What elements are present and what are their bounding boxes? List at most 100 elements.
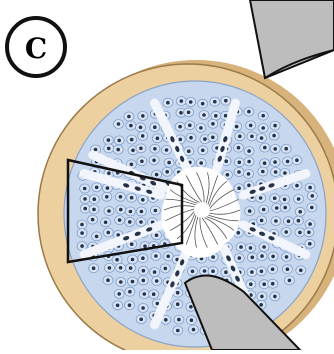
cell-nucleus	[211, 136, 215, 140]
cell-nucleus	[262, 208, 266, 212]
cell-nucleus	[235, 125, 239, 129]
cell-nucleus	[131, 258, 135, 262]
cell-nucleus	[211, 255, 215, 259]
cell-nucleus	[167, 161, 171, 165]
cell-nucleus	[202, 113, 206, 117]
cell-nucleus	[154, 254, 158, 258]
cell-nucleus	[139, 126, 143, 130]
cell-nucleus	[178, 125, 182, 129]
cell-nucleus	[199, 126, 203, 130]
cell-nucleus	[143, 292, 147, 296]
cell-nucleus	[179, 138, 183, 142]
cell-nucleus	[119, 208, 123, 212]
cell-nucleus	[128, 290, 132, 294]
cell-nucleus	[249, 124, 253, 128]
cell-nucleus	[93, 197, 97, 201]
cell-nucleus	[286, 160, 290, 164]
cell-nucleus	[141, 256, 145, 260]
panel-label-badge: C	[7, 18, 65, 76]
panel-label-text: C	[25, 32, 47, 65]
cell-nucleus	[260, 219, 264, 223]
cell-nucleus	[224, 159, 228, 163]
cell-nucleus	[83, 187, 87, 191]
cell-nucleus	[273, 295, 277, 299]
cell-nucleus	[189, 100, 193, 104]
cell-nucleus	[308, 222, 312, 226]
cell-nucleus	[156, 137, 160, 141]
cell-nucleus	[203, 269, 207, 273]
cell-nucleus	[142, 279, 146, 283]
cell-nucleus	[237, 231, 241, 235]
cell-nucleus	[284, 230, 288, 234]
cell-nucleus	[273, 124, 277, 128]
cell-nucleus	[176, 329, 180, 333]
cell-nucleus	[201, 149, 205, 153]
cell-nucleus	[127, 115, 131, 119]
cell-nucleus	[275, 206, 279, 210]
cell-nucleus	[213, 100, 217, 104]
cell-nucleus	[105, 195, 109, 199]
cell-nucleus	[180, 99, 184, 103]
cell-nucleus	[249, 282, 253, 286]
cell-nucleus	[176, 302, 180, 306]
cell-nucleus	[247, 184, 251, 188]
cell-nucleus	[141, 198, 145, 202]
cell-nucleus	[249, 246, 253, 250]
cell-nucleus	[273, 147, 277, 151]
cell-nucleus	[250, 135, 254, 139]
cell-nucleus	[164, 318, 168, 322]
cell-nucleus	[95, 235, 99, 239]
cell-nucleus	[108, 266, 112, 270]
cell-nucleus	[117, 122, 121, 126]
cell-nucleus	[274, 219, 278, 223]
cell-nucleus	[224, 270, 228, 274]
cell-nucleus	[224, 99, 228, 103]
cell-nucleus	[295, 184, 299, 188]
cell-nucleus	[80, 231, 84, 235]
cell-nucleus	[288, 279, 292, 283]
cell-nucleus	[248, 209, 252, 213]
cell-nucleus	[152, 292, 156, 296]
cell-nucleus	[130, 163, 134, 167]
cell-nucleus	[153, 125, 157, 129]
cell-nucleus	[308, 242, 312, 246]
cell-nucleus	[284, 147, 288, 151]
cell-nucleus	[165, 170, 169, 174]
cell-nucleus	[298, 210, 302, 214]
cell-nucleus	[238, 135, 242, 139]
cell-nucleus	[117, 292, 121, 296]
cell-nucleus	[307, 231, 311, 235]
cell-nucleus	[143, 244, 147, 248]
cell-nucleus	[176, 291, 180, 295]
cell-nucleus	[271, 282, 275, 286]
cell-nucleus	[118, 218, 122, 222]
cell-nucleus	[83, 207, 87, 211]
cell-nucleus	[140, 160, 144, 164]
cell-nucleus	[261, 114, 265, 118]
cell-nucleus	[155, 173, 159, 177]
cell-nucleus	[295, 158, 299, 162]
cell-nucleus	[189, 136, 193, 140]
cell-nucleus	[286, 267, 290, 271]
cell-nucleus	[274, 170, 278, 174]
cell-nucleus	[166, 101, 170, 105]
cell-nucleus	[154, 209, 158, 213]
cell-nucleus	[263, 146, 267, 150]
cell-nucleus	[129, 210, 133, 214]
cell-nucleus	[190, 318, 194, 322]
cell-nucleus	[91, 218, 95, 222]
cell-nucleus	[238, 161, 242, 165]
cell-nucleus	[259, 196, 263, 200]
cell-nucleus	[107, 171, 111, 175]
cell-nucleus	[83, 197, 87, 201]
cell-nucleus	[283, 171, 287, 175]
cell-nucleus	[106, 186, 110, 190]
cell-nucleus	[192, 328, 196, 332]
cell-nucleus	[153, 270, 157, 274]
cell-nucleus	[119, 266, 123, 270]
cell-nucleus	[139, 220, 143, 224]
cell-nucleus	[141, 134, 145, 138]
cell-nucleus	[203, 137, 207, 141]
cell-nucleus	[285, 255, 289, 259]
